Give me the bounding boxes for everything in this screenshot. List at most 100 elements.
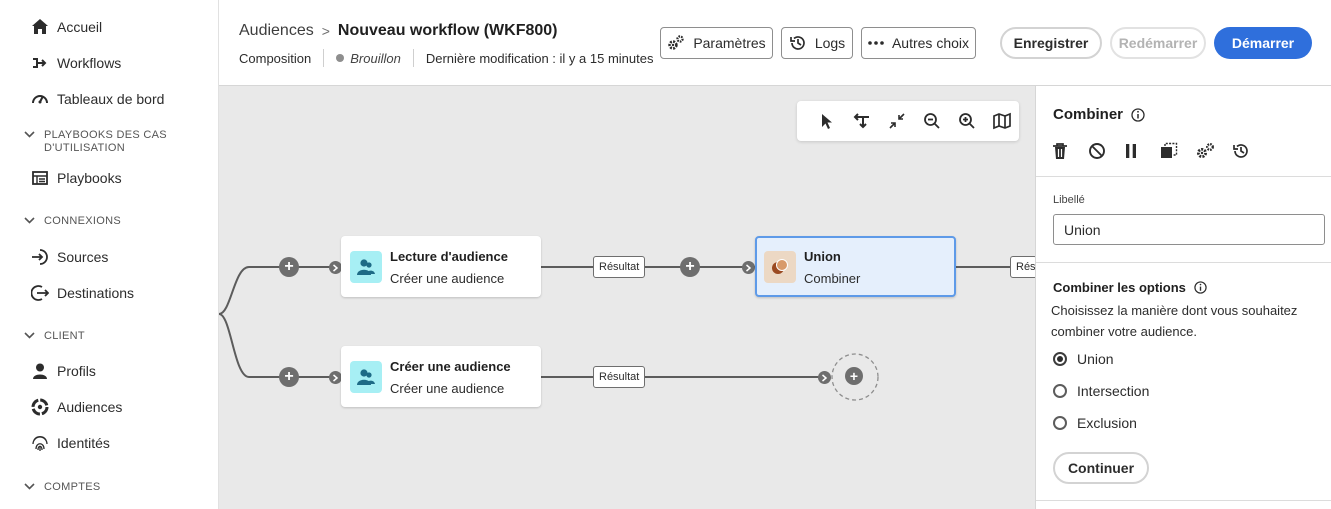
nav-section-label: CONNEXIONS: [44, 215, 121, 227]
continue-button[interactable]: Continuer: [1053, 452, 1149, 484]
result-label: Résultat: [593, 256, 646, 278]
canvas-toolbar: [797, 101, 1019, 141]
map-icon[interactable]: [984, 106, 1019, 136]
duplicate-icon[interactable]: [1160, 140, 1196, 162]
left-nav: Accueil Workflows Tableaux de bord PLAYB…: [0, 0, 219, 509]
breadcrumb-audiences-link[interactable]: Audiences: [239, 22, 314, 39]
nav-section-label: PLAYBOOKS DES CAS: [44, 129, 167, 141]
zoom-in-icon[interactable]: [949, 106, 984, 136]
audience-icon: [350, 251, 382, 283]
nav-item-sources[interactable]: Sources: [30, 245, 108, 269]
reroute-icon[interactable]: [844, 106, 879, 136]
divider: [1036, 262, 1331, 263]
nav-item-tableaux-de-bord[interactable]: Tableaux de bord: [30, 87, 164, 111]
nav-section-label: COMPTES: [44, 481, 101, 493]
divider: [1036, 500, 1331, 501]
nav-item-accueil[interactable]: Accueil: [30, 15, 102, 39]
add-activity-button[interactable]: +: [279, 367, 299, 387]
nav-label: Identités: [57, 435, 110, 451]
chevron-right-icon: [742, 261, 755, 274]
nav-label: Workflows: [57, 55, 122, 71]
node-union[interactable]: Union Combiner: [755, 236, 956, 297]
options-title-text: Combiner les options: [1053, 280, 1186, 295]
add-activity-button[interactable]: +: [680, 257, 700, 277]
info-icon[interactable]: [1131, 107, 1145, 122]
label-input[interactable]: [1053, 214, 1325, 245]
nav-item-profils[interactable]: Profils: [30, 359, 96, 383]
logs-button[interactable]: Logs: [781, 27, 853, 59]
info-icon[interactable]: [1194, 281, 1207, 294]
settings-button[interactable]: Paramètres: [660, 27, 773, 59]
delete-icon[interactable]: [1052, 140, 1088, 162]
last-modified: Dernière modification : il y a 15 minute…: [425, 50, 654, 66]
radio-exclusion[interactable]: Exclusion: [1053, 415, 1137, 431]
more-icon: [868, 40, 884, 46]
radio-button-checked[interactable]: [1053, 352, 1067, 366]
nav-item-workflows[interactable]: Workflows: [30, 51, 121, 75]
pause-icon[interactable]: [1124, 140, 1160, 162]
collapse-icon[interactable]: [879, 106, 914, 136]
result-label: Résultat: [593, 366, 646, 388]
gears-icon[interactable]: [1196, 140, 1232, 162]
nav-item-identites[interactable]: Identités: [30, 431, 110, 455]
breadcrumb: Audiences > Nouveau workflow (WKF800): [239, 22, 557, 40]
node-creer-audience[interactable]: Créer une audience Créer une audience: [341, 346, 541, 407]
nav-label: Sources: [57, 249, 109, 265]
add-activity-button[interactable]: +: [279, 257, 299, 277]
workflow-meta: Composition Brouillon Dernière modificat…: [239, 49, 653, 67]
add-node-target[interactable]: [831, 353, 879, 401]
more-options-button[interactable]: Autres choix: [861, 27, 976, 59]
result-label: Rés: [1010, 256, 1035, 278]
restart-button[interactable]: Redémarrer: [1110, 27, 1206, 59]
nav-item-playbooks[interactable]: Playbooks: [30, 166, 122, 190]
nav-section-connexions[interactable]: CONNEXIONS: [24, 215, 121, 230]
nav-item-destinations[interactable]: Destinations: [30, 281, 134, 305]
chevron-right-icon: [329, 371, 342, 384]
chevron-down-icon: [24, 481, 36, 496]
zoom-out-icon[interactable]: [914, 106, 949, 136]
radio-label: Exclusion: [1077, 415, 1137, 431]
label-caption: Libellé: [1053, 194, 1085, 206]
start-button[interactable]: Démarrer: [1214, 27, 1312, 59]
page-title: Nouveau workflow (WKF800): [337, 22, 558, 39]
nav-section-comptes[interactable]: COMPTES: [24, 481, 101, 496]
panel-title-text: Combiner: [1053, 106, 1124, 123]
properties-panel: Combiner Libellé Combiner les options: [1035, 86, 1331, 509]
radio-union[interactable]: Union: [1053, 351, 1114, 367]
nav-section-playbooks[interactable]: PLAYBOOKS DES CAS D'UTILISATION: [24, 129, 167, 155]
home-icon: [30, 17, 50, 37]
user-icon: [30, 361, 50, 381]
nav-label: Audiences: [57, 399, 123, 415]
more-label: Autres choix: [891, 35, 970, 51]
radio-button[interactable]: [1053, 384, 1067, 398]
workflow-header: Audiences > Nouveau workflow (WKF800) Co…: [219, 0, 1331, 86]
chevron-right-icon: [818, 371, 831, 384]
node-title: Lecture d'audience: [390, 249, 508, 264]
save-button[interactable]: Enregistrer: [1000, 27, 1102, 59]
chevron-down-icon: [24, 215, 36, 230]
options-title: Combiner les options: [1053, 280, 1207, 295]
nav-section-client[interactable]: CLIENT: [24, 330, 85, 345]
radio-label: Union: [1077, 351, 1114, 367]
disable-icon[interactable]: [1088, 140, 1124, 162]
node-lecture-audience[interactable]: Lecture d'audience Créer une audience: [341, 236, 541, 297]
add-activity-button[interactable]: +: [845, 367, 863, 385]
history-icon: [789, 34, 807, 52]
history-icon[interactable]: [1232, 140, 1268, 162]
nav-label: Profils: [57, 363, 96, 379]
dashboard-icon: [30, 89, 50, 109]
combine-icon: [764, 251, 796, 283]
workflow-canvas[interactable]: + Lecture d'audience Créer une audience …: [219, 86, 1035, 509]
pointer-icon[interactable]: [809, 106, 844, 136]
options-description: Choisissez la manière dont vous souhaite…: [1051, 303, 1298, 339]
nav-label: Tableaux de bord: [57, 91, 165, 107]
nav-section-label: CLIENT: [44, 330, 85, 342]
radio-button[interactable]: [1053, 416, 1067, 430]
node-subtitle: Combiner: [804, 271, 861, 286]
radio-intersection[interactable]: Intersection: [1053, 383, 1149, 399]
nav-item-audiences[interactable]: Audiences: [30, 395, 122, 419]
node-subtitle: Créer une audience: [390, 271, 505, 286]
workflow-icon: [30, 53, 50, 73]
status-badge: Brouillon: [350, 50, 401, 66]
chevron-down-icon: [24, 129, 36, 144]
